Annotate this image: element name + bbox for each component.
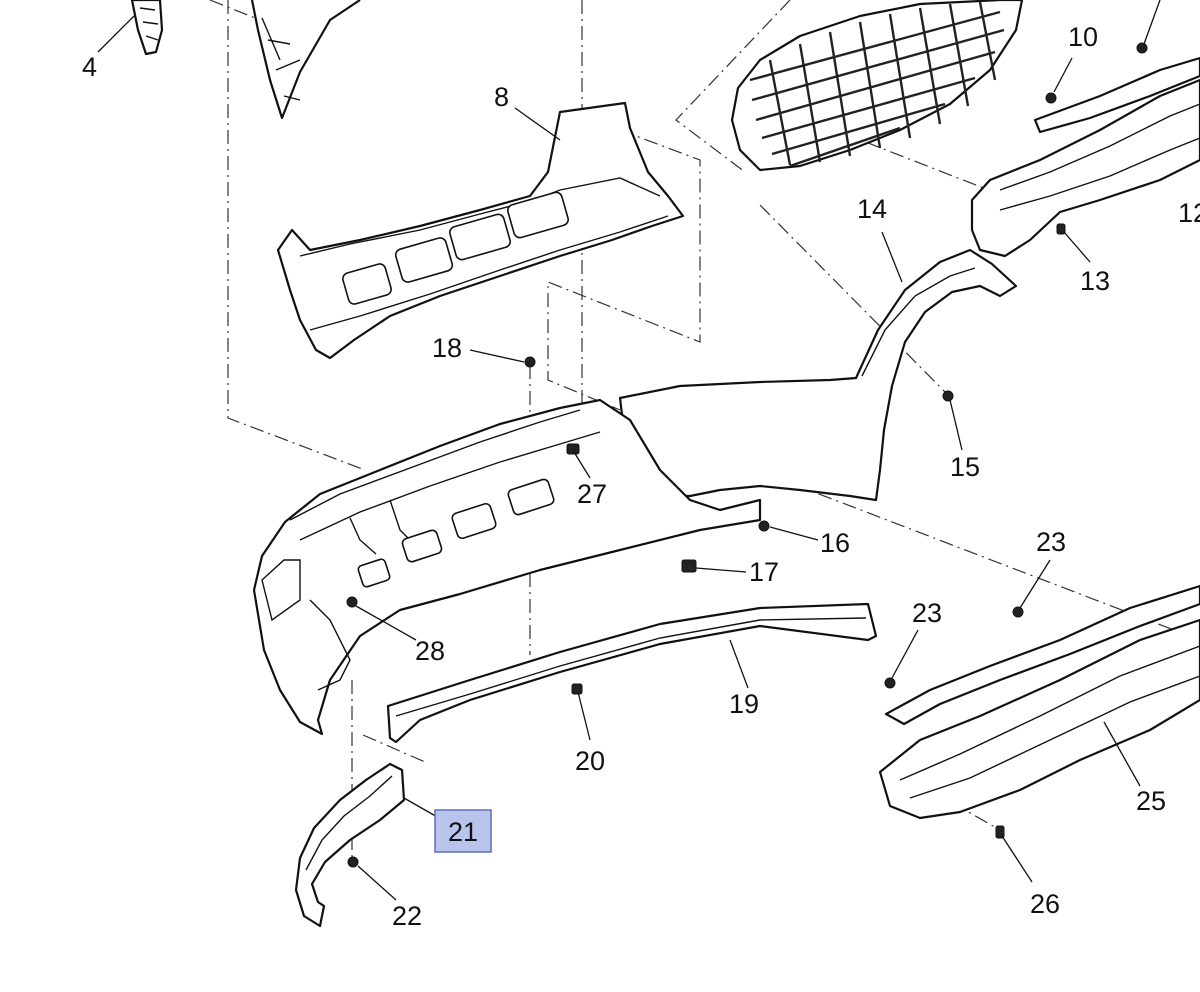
callout-14: 14 <box>857 194 887 224</box>
callout-17: 17 <box>749 557 779 587</box>
callout-10: 10 <box>1068 22 1098 52</box>
part-4-bracket <box>130 0 164 56</box>
fastener-10 <box>1045 92 1057 104</box>
fastener-20 <box>571 683 583 695</box>
part-21-bracket <box>294 762 406 928</box>
callout-labels: 4 8 10 12 13 14 15 16 17 18 19 20 21 22 … <box>82 22 1200 931</box>
callout-23a: 23 <box>1036 527 1066 557</box>
callout-20: 20 <box>575 746 605 776</box>
callout-16: 16 <box>820 528 850 558</box>
fastener-28 <box>346 596 358 608</box>
callout-12: 12 <box>1178 198 1200 228</box>
callout-19: 19 <box>729 689 759 719</box>
callout-23b: 23 <box>912 598 942 628</box>
callout-22: 22 <box>392 901 422 931</box>
callout-25: 25 <box>1136 786 1166 816</box>
fastener-22 <box>347 856 359 868</box>
fastener-23b <box>884 677 896 689</box>
fastener-27 <box>566 443 580 455</box>
fastener-15 <box>942 390 954 402</box>
callout-28: 28 <box>415 636 445 666</box>
fastener-12-top <box>1136 42 1148 54</box>
fastener-16 <box>758 520 770 532</box>
callout-8: 8 <box>494 82 509 112</box>
fastener-18 <box>524 356 536 368</box>
fastener-17 <box>681 559 697 573</box>
part-fender-edge <box>250 0 361 120</box>
fastener-26 <box>995 825 1005 839</box>
fasteners <box>346 42 1148 868</box>
part-8-deflector <box>276 101 685 360</box>
part-bumper-fascia <box>252 398 762 736</box>
callout-13: 13 <box>1080 266 1110 296</box>
part-12-beam <box>970 56 1200 258</box>
part-grille <box>730 0 1024 172</box>
part-14-fender-liner <box>618 248 1018 502</box>
callout-18: 18 <box>432 333 462 363</box>
callout-26: 26 <box>1030 889 1060 919</box>
part-19-strip <box>386 602 878 744</box>
callout-15: 15 <box>950 452 980 482</box>
fastener-23a <box>1012 606 1024 618</box>
fastener-13 <box>1056 223 1066 235</box>
part-25-absorber <box>878 584 1200 820</box>
callout-27: 27 <box>577 479 607 509</box>
highlight-box-21 <box>434 809 492 853</box>
leader-lines <box>97 0 1161 901</box>
callout-21: 21 <box>448 817 478 847</box>
callout-4: 4 <box>82 52 97 82</box>
